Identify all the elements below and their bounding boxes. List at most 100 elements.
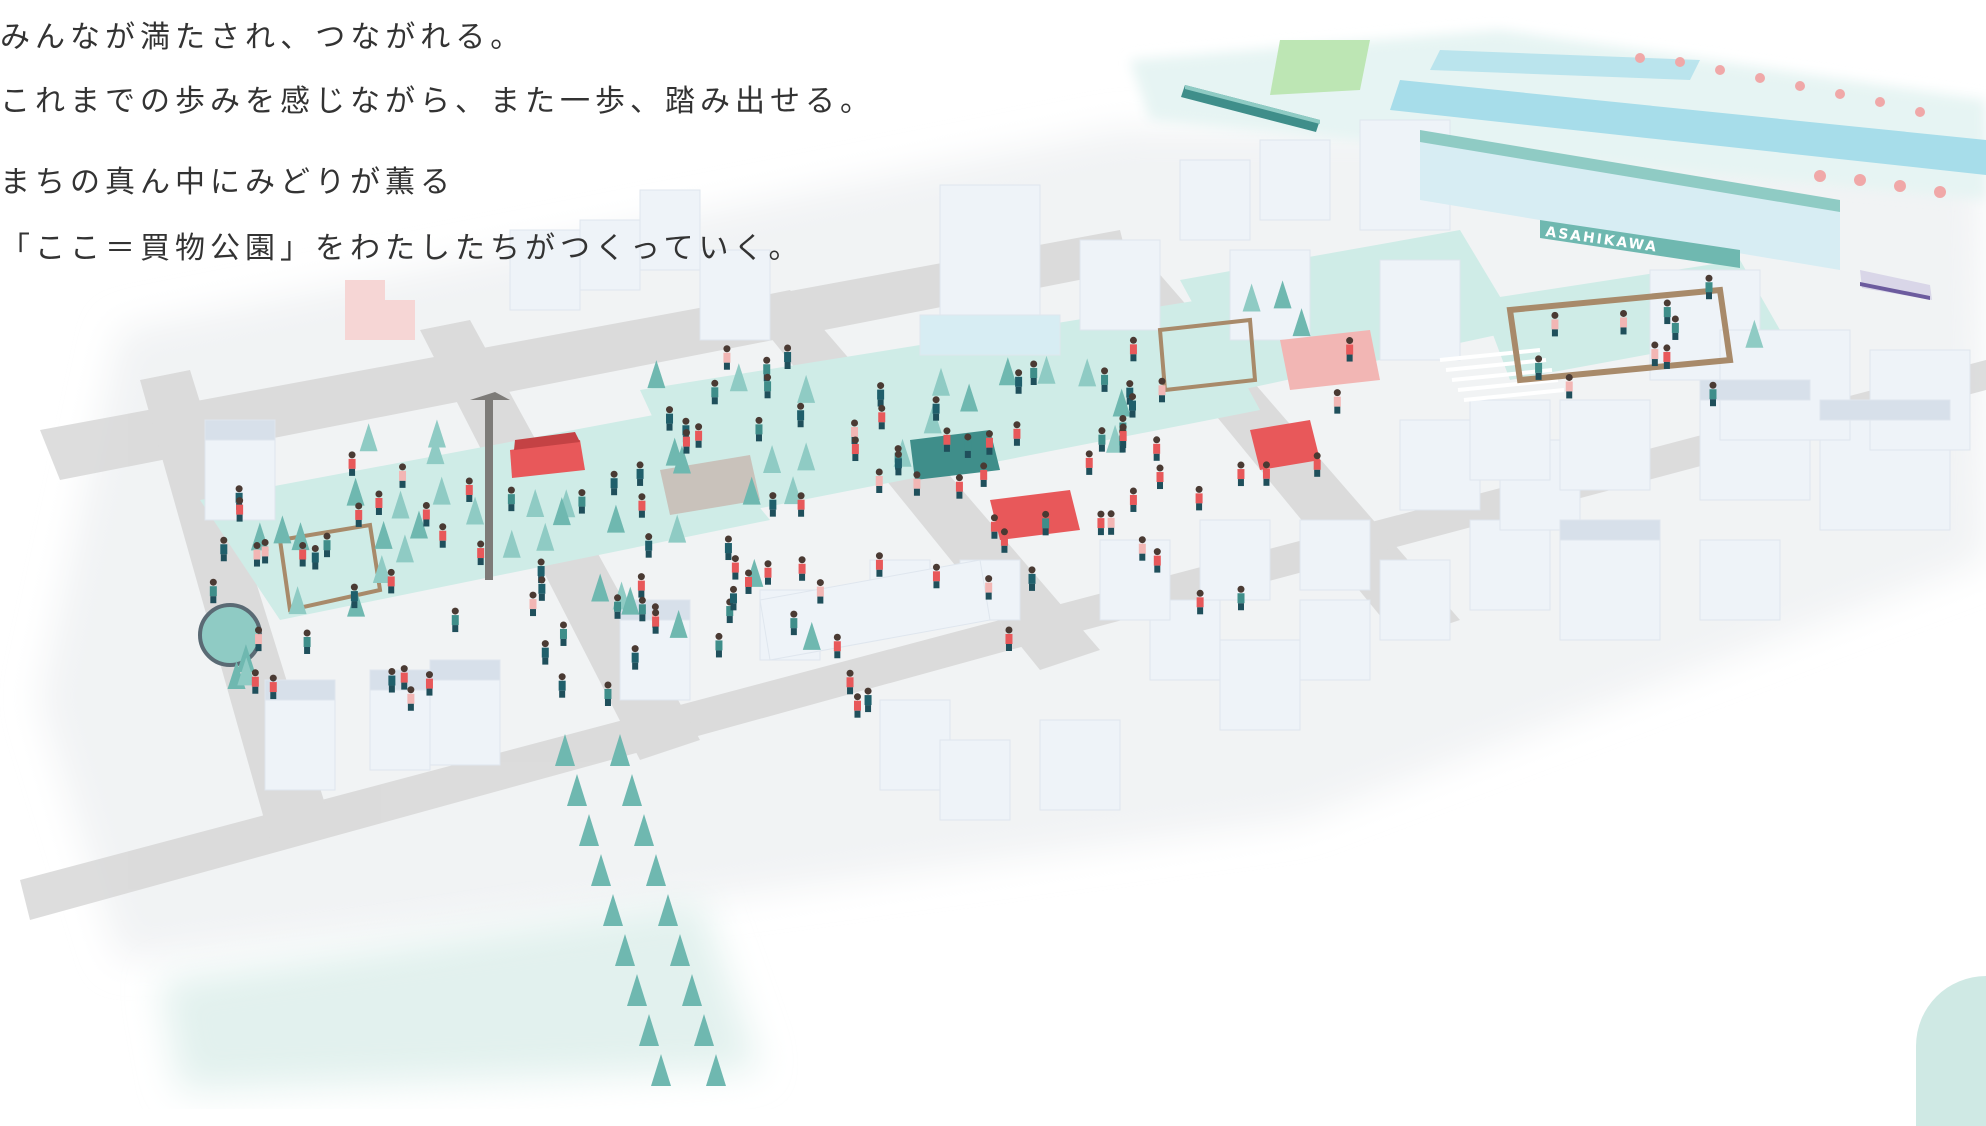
tree <box>610 734 630 766</box>
tree <box>646 854 666 886</box>
copy-line-2: これまでの歩みを感じながら、また一歩、踏み出せる。 <box>0 84 875 119</box>
person <box>610 470 618 496</box>
person <box>558 673 566 698</box>
train-illustration <box>1181 85 1320 132</box>
tree <box>552 497 571 526</box>
person <box>846 669 854 695</box>
person <box>875 468 883 493</box>
person <box>399 463 407 488</box>
tree <box>621 586 640 615</box>
person <box>1671 315 1679 340</box>
tree <box>651 1054 671 1086</box>
person <box>348 451 356 476</box>
tree <box>627 974 647 1006</box>
person <box>451 607 459 633</box>
person <box>1158 377 1166 403</box>
tree <box>634 814 654 846</box>
tree <box>359 423 378 452</box>
tree <box>742 476 761 505</box>
person <box>261 538 269 564</box>
tree <box>466 496 485 525</box>
person <box>851 436 859 462</box>
person <box>541 640 549 665</box>
plaza-features <box>198 286 1734 667</box>
person <box>1153 436 1161 461</box>
person <box>251 669 259 694</box>
person <box>425 671 433 696</box>
tree <box>1273 280 1292 309</box>
person <box>990 514 998 539</box>
person <box>400 665 408 690</box>
person <box>764 560 772 585</box>
person <box>303 629 311 654</box>
person <box>853 693 861 718</box>
person <box>1119 423 1127 449</box>
person <box>985 430 993 455</box>
person <box>682 429 690 454</box>
tree <box>658 894 678 926</box>
person <box>387 568 395 594</box>
person <box>614 594 622 619</box>
person <box>715 632 723 658</box>
person <box>1107 510 1115 535</box>
tree <box>526 488 545 517</box>
person <box>604 681 612 706</box>
tree <box>374 520 393 549</box>
person <box>913 471 921 496</box>
copy-line-1: みんなが満たされ、つながれる。 <box>0 20 526 55</box>
person <box>784 344 792 370</box>
person <box>1015 369 1023 394</box>
tree <box>1292 308 1311 337</box>
person <box>1535 355 1543 380</box>
person <box>797 492 805 517</box>
tree <box>409 510 428 539</box>
person <box>1128 393 1136 418</box>
person <box>985 575 993 600</box>
person <box>578 489 586 514</box>
person <box>631 645 639 670</box>
person <box>864 687 872 713</box>
tree <box>668 514 687 543</box>
tree <box>1037 355 1056 384</box>
person <box>695 423 703 448</box>
tree <box>729 363 748 392</box>
tree <box>591 573 610 602</box>
person <box>755 416 763 442</box>
tree <box>669 609 688 638</box>
person <box>388 668 396 693</box>
person <box>1262 461 1270 486</box>
person <box>559 621 567 646</box>
tree <box>237 657 256 686</box>
person <box>723 345 731 370</box>
person <box>877 382 885 407</box>
tree <box>555 734 575 766</box>
tree <box>923 405 942 434</box>
person <box>964 433 972 458</box>
person <box>731 555 739 580</box>
tree <box>797 374 816 403</box>
person <box>1663 344 1671 369</box>
tree <box>647 360 666 389</box>
person <box>1346 337 1354 362</box>
tree <box>426 436 445 465</box>
person <box>1030 360 1038 386</box>
person <box>666 406 674 431</box>
person <box>1085 450 1093 475</box>
tree <box>763 444 782 473</box>
tree <box>391 490 410 519</box>
person <box>299 542 307 567</box>
person <box>209 578 217 604</box>
person <box>645 533 653 558</box>
copy-line-4: 「ここ＝買物公園」をわたしたちがつくっていく。 <box>0 231 804 266</box>
copy-line-3: まちの真ん中にみどりが薫る <box>0 165 455 200</box>
person <box>1097 510 1105 536</box>
person <box>1000 528 1008 553</box>
person <box>932 396 940 421</box>
person <box>790 610 798 636</box>
person <box>350 583 358 609</box>
tree <box>1112 388 1131 417</box>
trees <box>227 280 1764 1086</box>
person <box>323 532 331 558</box>
person <box>355 502 363 527</box>
tree <box>1242 283 1261 312</box>
